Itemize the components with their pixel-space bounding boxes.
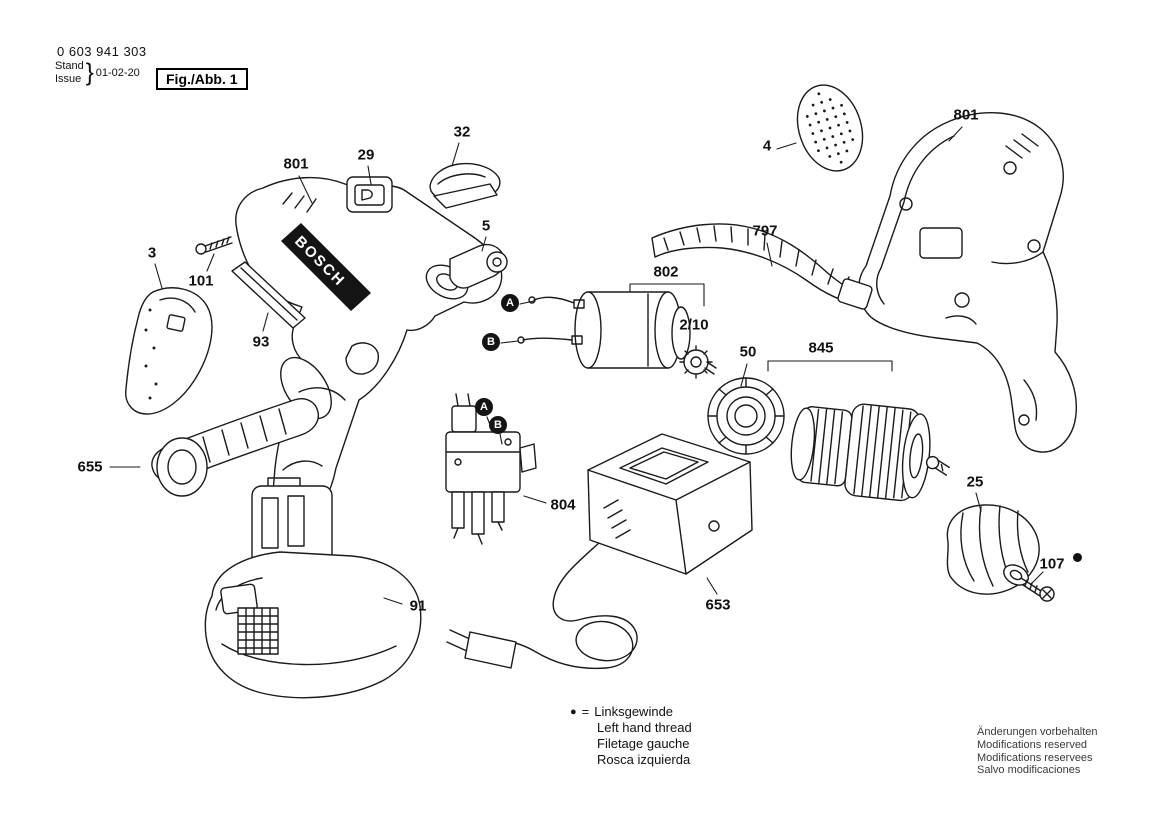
part-callout-801-right: 801	[953, 106, 979, 124]
issue-brace: }	[85, 58, 94, 87]
part-callout-32: 32	[453, 123, 471, 141]
legend-line-fr: Filetage gauche	[597, 736, 690, 751]
part-callout-653: 653	[705, 596, 731, 614]
marker-wire-a: A	[501, 294, 519, 312]
battery-pack-drawing	[204, 477, 422, 699]
legend-dot-symbol: ●	[570, 706, 577, 718]
part-callout-101: 101	[188, 272, 214, 290]
marker-switch-b: B	[489, 416, 507, 434]
rod-drawing	[231, 261, 306, 329]
left-hand-thread-dot	[1073, 553, 1082, 562]
part-callout-802: 802	[653, 263, 679, 281]
part-callout-804: 804	[550, 496, 576, 514]
part-callout-107: 107	[1039, 555, 1065, 573]
legend: ● = Linksgewinde Left hand thread Fileta…	[570, 704, 692, 768]
document-number: 0 603 941 303	[57, 44, 147, 59]
cap-drawing	[429, 162, 501, 209]
legend-equals: =	[581, 704, 590, 719]
gearbox-chuck-drawing	[790, 403, 950, 502]
leader-lines	[109, 126, 1044, 605]
note-de: Änderungen vorbehalten	[977, 726, 1098, 738]
part-callout-797: 797	[752, 222, 778, 240]
screw-101-drawing	[195, 236, 233, 255]
part-callout-91: 91	[409, 597, 427, 615]
release-button-drawing	[346, 176, 393, 213]
marker-wire-b: B	[482, 333, 500, 351]
stand-label: Stand	[55, 60, 84, 72]
grip-plate-drawing	[796, 84, 864, 172]
part-callout-93: 93	[252, 333, 270, 351]
housing-shell-drawing	[858, 112, 1077, 453]
part-callout-4: 4	[762, 137, 772, 155]
part-callout-25: 25	[966, 473, 984, 491]
ring-gear-drawing	[707, 377, 785, 455]
drill-body-drawing: BOSCH	[235, 176, 503, 524]
motor-drawing	[517, 291, 717, 379]
grip-insert-drawing	[125, 287, 213, 415]
part-callout-801-left: 801	[283, 155, 309, 173]
legend-line-es: Rosca izquierda	[597, 752, 691, 767]
issue-block: Stand Issue } 01-02-20	[55, 60, 140, 86]
issue-date: 01-02-20	[95, 67, 140, 79]
part-callout-29: 29	[357, 146, 375, 164]
part-callout-3: 3	[147, 244, 157, 262]
marker-switch-a: A	[475, 398, 493, 416]
part-callout-2-10: 2/10	[679, 316, 709, 334]
part-callout-845: 845	[808, 339, 834, 357]
side-handle-drawing	[151, 398, 320, 497]
clamp-piece-drawing	[449, 243, 508, 289]
strap-drawing	[651, 223, 873, 310]
legend-line-en: Left hand thread	[597, 720, 692, 735]
screw-107-drawing	[1020, 577, 1055, 602]
legend-line-de: Linksgewinde	[594, 704, 674, 719]
modification-notes: Änderungen vorbehalten Modifications res…	[977, 726, 1097, 777]
switch-drawing	[445, 393, 537, 545]
charger-drawing	[446, 433, 753, 670]
note-en: Modifications reserved	[977, 738, 1088, 751]
issue-label: Issue	[55, 73, 82, 85]
part-callout-655: 655	[77, 458, 103, 476]
note-es: Salvo modificaciones	[977, 764, 1081, 777]
note-fr: Modifications reservees	[977, 751, 1093, 764]
figure-label: Fig./Abb. 1	[156, 68, 248, 90]
part-callout-50: 50	[739, 343, 757, 361]
part-callout-5: 5	[481, 217, 491, 235]
